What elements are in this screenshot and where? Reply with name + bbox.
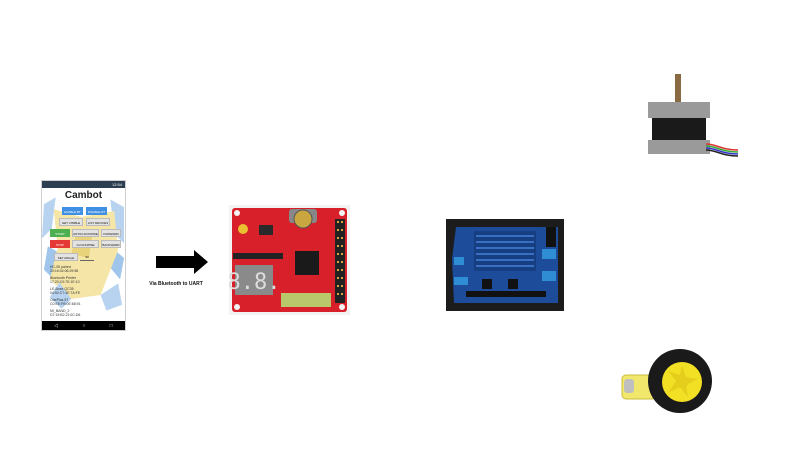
back-icon[interactable]: ◁ — [54, 322, 59, 329]
backward-button[interactable]: BACKWARD — [101, 240, 121, 248]
list-devices-button[interactable]: LIST DEVICES — [86, 218, 110, 226]
log-line: Bluetooth Printer — [50, 276, 77, 280]
android-nav-bar: ◁ ○ □ — [42, 321, 125, 330]
forward-button[interactable]: FORWARD — [101, 229, 121, 237]
log-line: C0:EE:FB:0E:68:91 — [50, 302, 81, 306]
microcontroller-board: 8.8. — [229, 205, 350, 315]
log-line: 17:20:C0:7E:1E:10 — [50, 280, 80, 284]
log-line: MI_BAND_2 — [50, 309, 70, 313]
dc-gear-motor-wheel — [620, 345, 716, 415]
log-line: OnePlus 5T — [50, 298, 69, 302]
home-icon[interactable]: ○ — [82, 322, 86, 329]
phone-screenshot: 12:54 Cambot ENABLE BT DISABLE BT GET VI… — [41, 180, 126, 331]
anticlockwise-button[interactable]: ANTICLOCKWISE — [72, 229, 99, 237]
clockwise-button[interactable]: CLOCKWISE — [72, 240, 99, 248]
log-line: D7:19:B2:21:0C:D6 — [50, 313, 81, 317]
arrow-label: Via Bluetooth to UART — [149, 281, 203, 287]
enable-bt-button[interactable]: ENABLE BT — [62, 207, 83, 215]
seven-segment-display: 8.8. — [229, 270, 280, 295]
log-line: LE-Bose QC35 — [50, 287, 74, 291]
stepper-motor — [618, 64, 741, 160]
motor-shield-board — [446, 219, 564, 311]
right-arrow-icon — [156, 250, 208, 274]
log-line: HC-05 paired — [50, 265, 71, 269]
app-title: Cambot — [64, 190, 103, 201]
get-visible-button[interactable]: GET VISIBLE — [59, 218, 83, 226]
disable-bt-button[interactable]: DISABLE BT — [86, 207, 107, 215]
log-line: 20:16:04:06:29:58 — [50, 269, 79, 273]
start-button[interactable]: START — [50, 229, 70, 237]
set-angle-button[interactable]: SET ANGLE — [54, 253, 78, 261]
status-time: 12:54 — [111, 182, 122, 187]
stop-button[interactable]: STOP — [50, 240, 70, 248]
log-line: 04:52:C7:4E:7A:FE — [50, 291, 81, 295]
status-bar: 12:54 — [42, 181, 125, 188]
recent-apps-icon[interactable]: □ — [109, 322, 113, 329]
angle-input[interactable]: 90 — [80, 253, 94, 261]
